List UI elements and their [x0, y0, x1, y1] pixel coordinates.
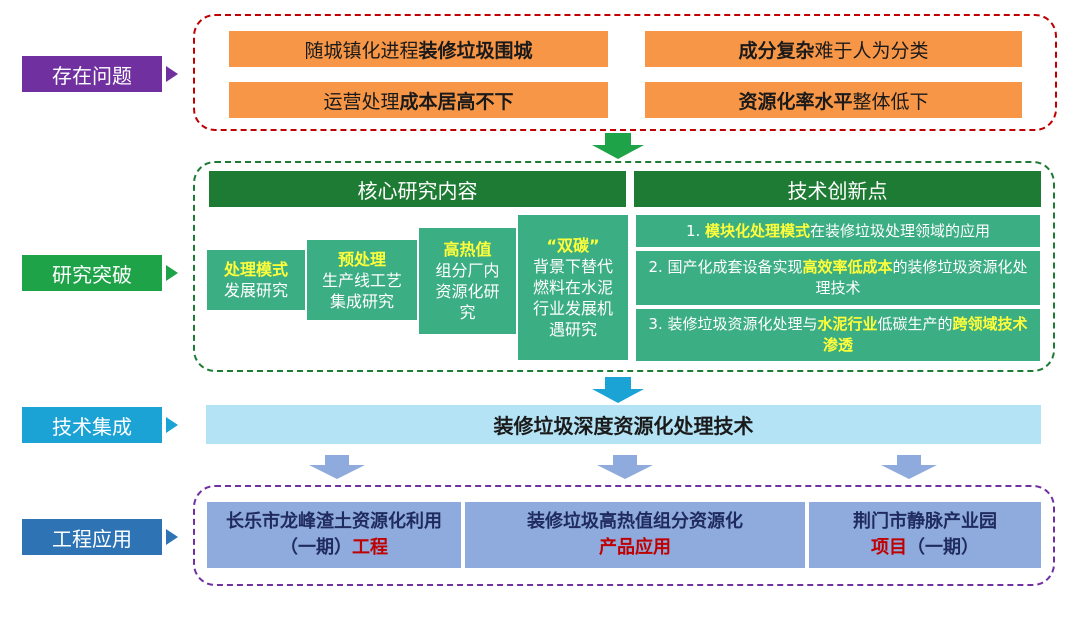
label-application: 工程应用 — [22, 519, 162, 555]
problem-2: 成分复杂难于人为分类 — [645, 31, 1022, 67]
research-step-4: “双碳” 背景下替代燃料在水泥行业发展机遇研究 — [518, 215, 628, 360]
innovation-2-post: 的装修垃圾资源化处理技术 — [815, 258, 1028, 297]
down-arrow-icon — [897, 455, 921, 465]
down-arrow-head-icon — [309, 465, 365, 479]
down-arrow-head-icon — [597, 465, 653, 479]
innovation-2-highlight: 高效率低成本 — [802, 258, 893, 276]
problem-4-bold: 资源化率水平 — [738, 90, 853, 113]
step-2-text: 生产线工艺集成研究 — [321, 270, 402, 311]
problem-1: 随城镇化进程装修垃圾围城 — [229, 31, 608, 67]
problem-2-text: 难于人为分类 — [814, 39, 929, 62]
problem-1-text: 随城镇化进程 — [304, 39, 419, 62]
arrow-right-icon — [166, 66, 178, 82]
innovation-3-post: 低碳生产的 — [877, 315, 953, 333]
application-1: 长乐市龙峰渣土资源化利用（一期）工程 — [207, 502, 461, 568]
down-arrow-head-icon — [881, 465, 937, 479]
application-2: 装修垃圾高热值组分资源化 产品应用 — [465, 502, 805, 568]
application-container — [193, 485, 1055, 586]
down-arrow-icon — [605, 133, 631, 145]
step-2-highlight: 预处理 — [337, 249, 386, 269]
application-2-text: 装修垃圾高热值组分资源化 — [527, 511, 743, 532]
application-3-tail: （一期） — [907, 537, 979, 558]
research-step-1: 处理模式 发展研究 — [207, 250, 305, 310]
step-3-text: 组分厂内资源化研究 — [435, 261, 500, 322]
down-arrow-head-icon — [592, 389, 644, 403]
step-1-text: 发展研究 — [223, 281, 288, 300]
arrow-right-icon — [166, 265, 178, 281]
label-problems: 存在问题 — [22, 56, 162, 92]
problem-4-text: 整体低下 — [852, 90, 929, 113]
label-integration: 技术集成 — [22, 407, 162, 443]
research-step-2: 预处理 生产线工艺集成研究 — [307, 240, 417, 320]
research-container — [193, 161, 1055, 372]
arrow-right-icon — [166, 417, 178, 433]
down-arrow-icon — [325, 455, 349, 465]
core-research-header: 核心研究内容 — [209, 171, 626, 207]
application-1-red: 工程 — [352, 537, 388, 558]
innovation-1-highlight: 模块化处理模式 — [705, 221, 811, 240]
down-arrow-icon — [613, 455, 637, 465]
problem-4: 资源化率水平整体低下 — [645, 82, 1022, 118]
innovation-1-pre: 1. — [685, 221, 706, 240]
arrow-right-icon — [166, 529, 178, 545]
down-arrow-icon — [605, 377, 631, 389]
innovation-3: 3. 装修垃圾资源化处理与水泥行业低碳生产的跨领域技术渗透 — [636, 309, 1040, 361]
integration-bar: 装修垃圾深度资源化处理技术 — [206, 405, 1041, 444]
innovation-3-highlight: 水泥行业 — [817, 315, 878, 333]
application-3-red: 项目 — [871, 537, 907, 558]
innovation-1-post: 在装修垃圾处理领域的应用 — [810, 221, 991, 240]
innovation-1: 1. 模块化处理模式在装修垃圾处理领域的应用 — [636, 215, 1040, 247]
application-2-red: 产品应用 — [599, 537, 671, 558]
down-arrow-head-icon — [592, 145, 644, 159]
problem-1-bold: 装修垃圾围城 — [418, 39, 533, 62]
step-1-highlight: 处理模式 — [223, 260, 288, 279]
label-research: 研究突破 — [22, 255, 162, 291]
innovation-3-highlight-2: 跨领域技术渗透 — [822, 315, 1028, 354]
problems-container — [193, 14, 1057, 131]
problem-2-bold: 成分复杂 — [738, 39, 815, 62]
step-3-highlight: 高热值 — [443, 240, 492, 259]
application-1-text: 长乐市龙峰渣土资源化利用（一期） — [226, 511, 442, 558]
application-3-text: 荆门市静脉产业园 — [853, 511, 997, 532]
step-4-highlight: “双碳” — [546, 236, 600, 255]
innovation-2-pre: 2. 国产化成套设备实现 — [648, 258, 803, 276]
problem-3-text: 运营处理 — [323, 90, 400, 113]
application-3: 荆门市静脉产业园 项目（一期） — [809, 502, 1041, 568]
problem-3-bold: 成本居高不下 — [399, 90, 514, 113]
problem-3: 运营处理成本居高不下 — [229, 82, 608, 118]
innovation-2: 2. 国产化成套设备实现高效率低成本的装修垃圾资源化处理技术 — [636, 251, 1040, 305]
innovation-header: 技术创新点 — [634, 171, 1041, 207]
research-step-3: 高热值 组分厂内资源化研究 — [419, 228, 516, 334]
step-4-text: 背景下替代燃料在水泥行业发展机遇研究 — [533, 257, 614, 339]
innovation-3-pre: 3. 装修垃圾资源化处理与 — [648, 315, 818, 333]
